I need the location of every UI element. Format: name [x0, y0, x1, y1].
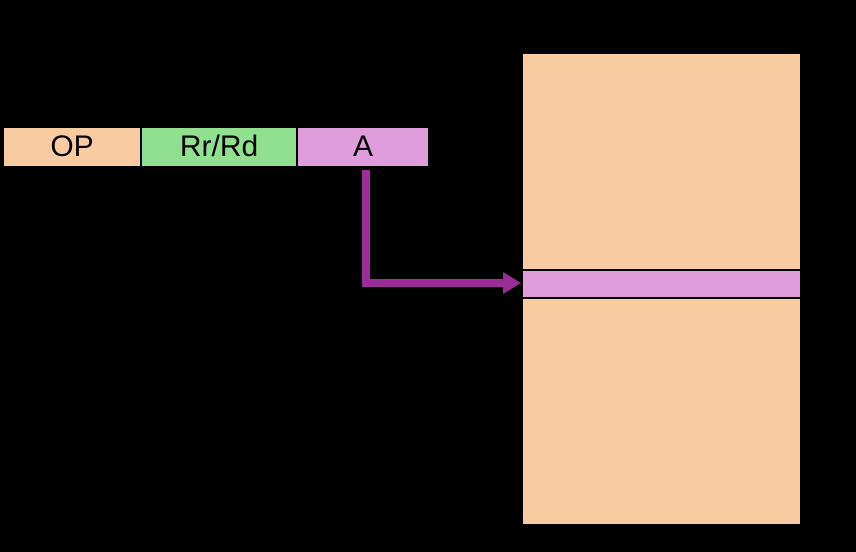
arrow-head-icon — [503, 272, 521, 294]
arrow-vertical-segment — [362, 170, 370, 287]
memory-highlighted-row — [521, 269, 802, 299]
instruction-field-address-label: A — [352, 130, 373, 163]
memory-block — [521, 52, 802, 526]
arrow-horizontal-segment — [362, 279, 504, 287]
instruction-field-address: A — [296, 126, 430, 168]
instruction-field-register-label: Rr/Rd — [179, 130, 259, 163]
instruction-field-register: Rr/Rd — [140, 126, 298, 168]
instruction-field-op: OP — [2, 126, 142, 168]
instruction-field-op-label: OP — [50, 130, 94, 163]
